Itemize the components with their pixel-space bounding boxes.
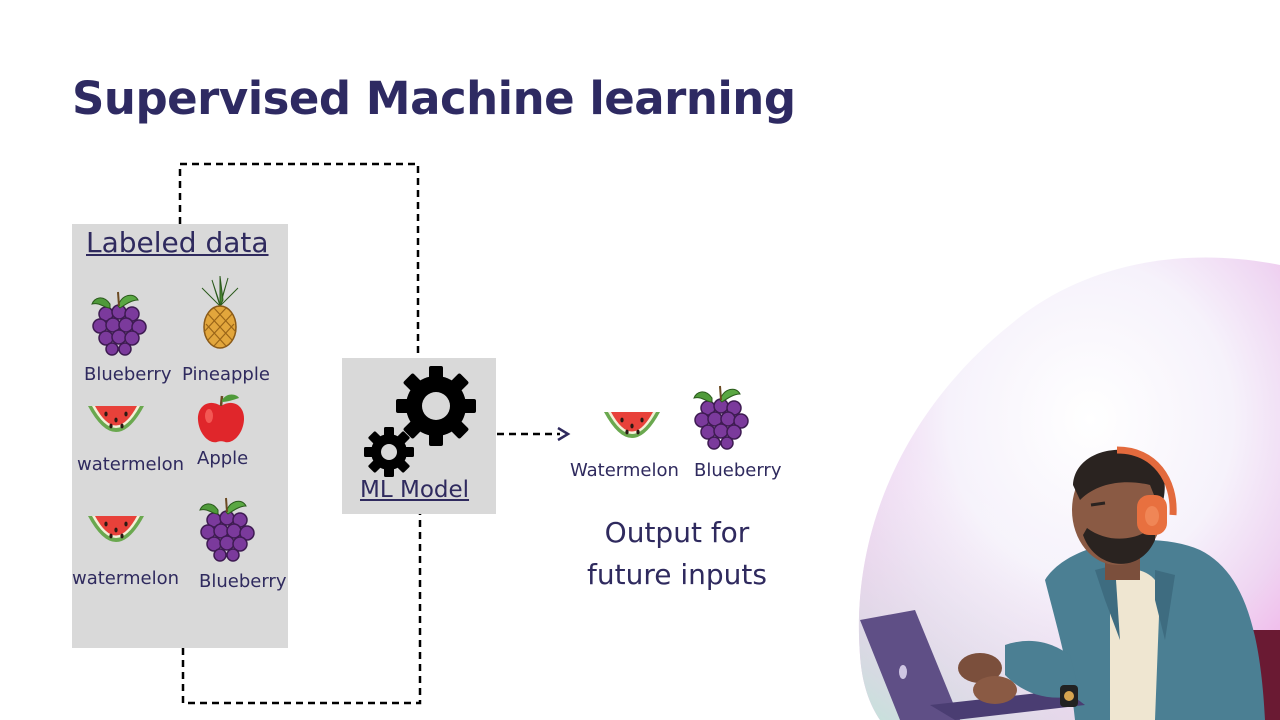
output-caption-line: Output for — [604, 516, 750, 549]
pineapple-icon — [201, 276, 239, 349]
output-item-label: Watermelon — [570, 460, 679, 481]
output-caption-line: future inputs — [587, 558, 767, 591]
labeled-item-label: watermelon — [72, 568, 179, 589]
grapes-icon — [91, 291, 147, 356]
labeled-item-label: Apple — [197, 448, 249, 469]
grapes-icon — [199, 497, 255, 562]
grapes-icon — [693, 385, 749, 450]
ml-model-label: ML Model — [360, 477, 470, 503]
labeled-item-label: Blueberry — [84, 364, 172, 385]
labeled-item-label: watermelon — [77, 454, 184, 475]
person-with-laptop-illustration — [860, 446, 1280, 720]
output-caption: Output for future inputs — [566, 512, 788, 596]
watermelon-icon — [88, 406, 144, 432]
labeled-data-panel — [72, 224, 288, 648]
watermelon-icon — [604, 412, 660, 438]
apple-icon — [197, 394, 245, 443]
output-item-label: Blueberry — [694, 460, 782, 481]
labeled-data-heading: Labeled data — [86, 226, 269, 259]
slide-title: Supervised Machine learning — [72, 72, 796, 125]
labeled-item-label: Blueberry — [199, 571, 287, 592]
gears-icon — [364, 366, 476, 477]
watermelon-icon — [88, 516, 144, 542]
labeled-item-label: Pineapple — [182, 364, 270, 385]
